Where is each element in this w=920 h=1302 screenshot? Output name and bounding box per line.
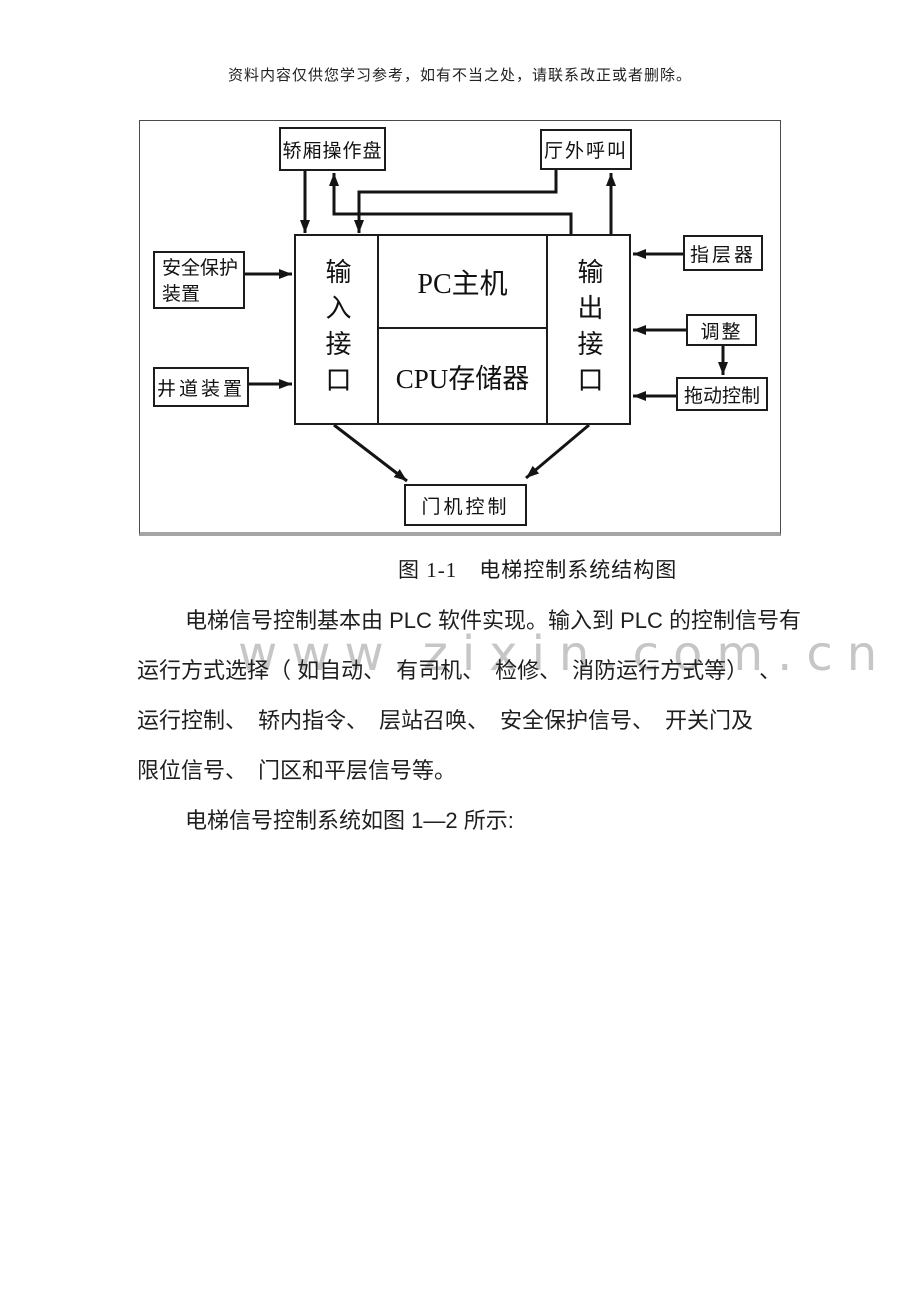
body-text: 电梯信号控制基本由 PLC 软件实现。输入到 PLC 的控制信号有 运行方式选择…	[137, 596, 802, 846]
box-plc-main-block: 输入接口 PC主机 CPU存储器 输出接口	[294, 234, 631, 425]
paragraph-line: 限位信号、 门区和平层信号等。	[137, 758, 457, 783]
box-label: 调整	[700, 321, 743, 343]
arrow-main-to-door-right	[525, 423, 590, 480]
paragraph-line: 电梯信号控制系统如图 1—2 所示:	[185, 808, 514, 833]
box-hoistway-device: 井道装置	[153, 367, 249, 407]
arrow-output-to-car-panel	[329, 173, 573, 234]
paragraph-line: 运行控制、 轿内指令、 层站召唤、 安全保护信号、 开关门及	[137, 708, 754, 733]
box-label: 输入接口	[322, 257, 351, 402]
box-label: 轿厢操作盘	[282, 140, 383, 162]
plc-center-column: PC主机 CPU存储器	[379, 236, 546, 423]
box-drag-control: 拖动控制	[676, 377, 768, 411]
box-label: 井道装置	[156, 378, 245, 400]
watermark-text: www.zixin.com.cn	[238, 626, 892, 682]
paragraph-line: 电梯信号控制基本由 PLC 软件实现。输入到 PLC 的控制信号有	[185, 608, 802, 633]
box-hall-call: 厅外呼叫	[540, 129, 632, 170]
arrow-hall-call-to-input	[354, 170, 558, 233]
arrow-main-to-door-left	[333, 423, 408, 483]
connector-lines	[244, 170, 728, 483]
box-label: PC主机	[417, 268, 508, 300]
box-label: 门机控制	[421, 496, 510, 518]
box-adjust: 调整	[686, 314, 757, 346]
box-label: 安全保护 装置	[162, 258, 239, 305]
box-label: 厅外呼叫	[543, 141, 628, 162]
box-floor-indicator: 指层器	[683, 235, 763, 271]
header-disclaimer: 资料内容仅供您学习参考，如有不当之处，请联系改正或者删除。	[227, 68, 692, 84]
box-output-interface: 输出接口	[546, 236, 629, 423]
figure-caption: 图 1-1 电梯控制系统结构图	[398, 558, 678, 582]
paragraph-line: 运行方式选择（ 如自动、 有司机、 检修、 消防运行方式等） 、	[137, 658, 782, 683]
box-door-machine-control: 门机控制	[404, 484, 527, 526]
box-label: 输出接口	[574, 257, 603, 402]
box-pc-host: PC主机	[379, 236, 546, 329]
box-label: 拖动控制	[683, 385, 760, 407]
box-label: 指层器	[689, 244, 756, 266]
box-cpu-memory: CPU存储器	[379, 329, 546, 423]
elevator-control-diagram: 轿厢操作盘 厅外呼叫 安全保护 装置 井道装置 输入接口 PC主机 CPU存储器…	[139, 120, 781, 536]
box-label: CPU存储器	[395, 363, 530, 394]
box-safety-protection-device: 安全保护 装置	[153, 251, 245, 309]
box-input-interface: 输入接口	[296, 236, 379, 423]
box-car-operation-panel: 轿厢操作盘	[279, 127, 386, 171]
